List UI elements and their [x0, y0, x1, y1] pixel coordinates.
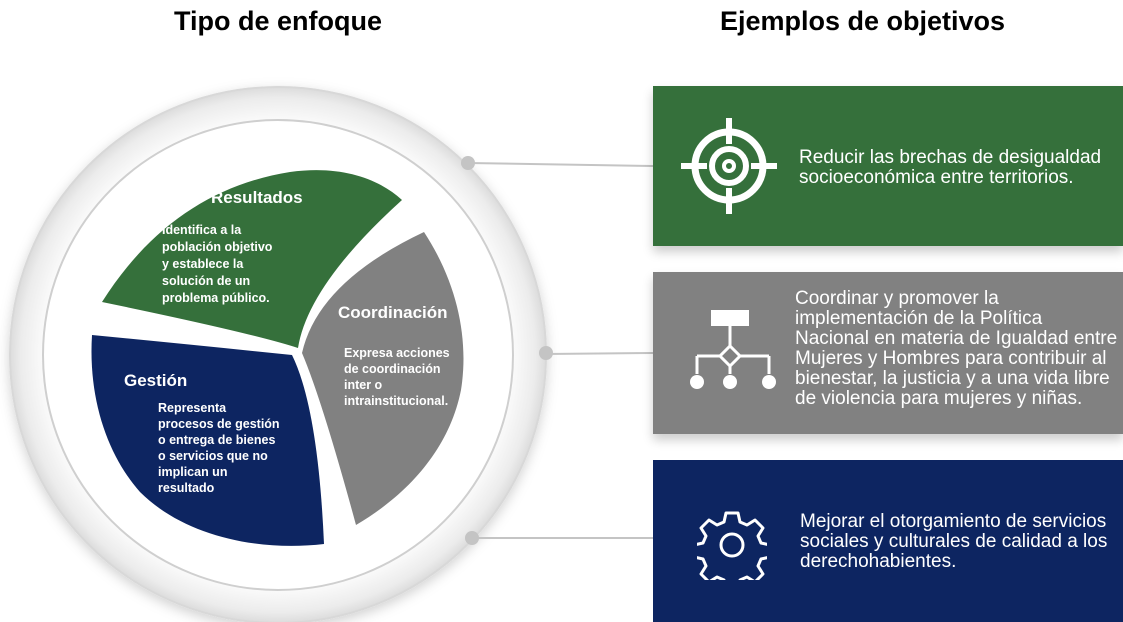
connector-dot-1 — [461, 156, 475, 170]
gear-icon — [697, 511, 767, 580]
card-target-text: Reducir las brechas de desigualdad socio… — [799, 147, 1102, 188]
segment-coordinacion — [302, 232, 464, 525]
card-hierarchy-text: Coordinar y promover la implementación d… — [795, 288, 1118, 409]
connector-dot-3 — [465, 531, 479, 545]
card-hierarchy: Coordinar y promover la implementación d… — [653, 272, 1123, 434]
left-heading: Tipo de enfoque — [174, 6, 382, 36]
description-line: resultado — [158, 481, 215, 495]
coordinacion-description: Expresa acciones de coordinación inter o in… — [344, 346, 450, 408]
resultados-title: Resultados — [211, 188, 303, 207]
connector-dot-2 — [539, 346, 553, 360]
connector-line-2 — [545, 352, 654, 355]
description-line: inter o — [344, 378, 383, 392]
description-line: problema público. — [162, 291, 270, 305]
description-line: de coordinación — [344, 362, 441, 376]
gestion-description: Representa procesos de gestión o entrega d… — [158, 401, 280, 495]
right-heading: Ejemplos de objetivos — [720, 6, 1006, 36]
coordinacion-title: Coordinación — [338, 303, 448, 322]
description-line: procesos de gestión — [158, 417, 280, 431]
description-line: o entrega de bienes — [158, 433, 275, 447]
description-line: solución de un — [162, 274, 250, 288]
connector-line-1 — [467, 162, 654, 167]
gestion-title: Gestión — [124, 371, 187, 390]
card-gear: Mejorar el otorgamiento de servicios soc… — [653, 460, 1123, 622]
description-line: y establece la — [162, 257, 244, 271]
target-icon — [681, 118, 777, 214]
description-line: o servicios que no — [158, 449, 268, 463]
description-line: intrainstitucional. — [344, 394, 448, 408]
description-line: Identifica a la — [162, 223, 242, 237]
description-line: Representa — [158, 401, 227, 415]
description-line: implican un — [158, 465, 227, 479]
segment-gestion — [91, 335, 324, 546]
description-line: Expresa acciones — [344, 346, 450, 360]
card-target: Reducir las brechas de desigualdad socio… — [653, 86, 1123, 246]
resultados-description: Identifica a la población objetivo y estab… — [162, 223, 273, 305]
segment-resultados — [102, 170, 402, 348]
description-line: población objetivo — [162, 240, 273, 254]
hierarchy-icon — [690, 310, 776, 389]
card-gear-text: Mejorar el otorgamiento de servicios soc… — [800, 511, 1108, 572]
